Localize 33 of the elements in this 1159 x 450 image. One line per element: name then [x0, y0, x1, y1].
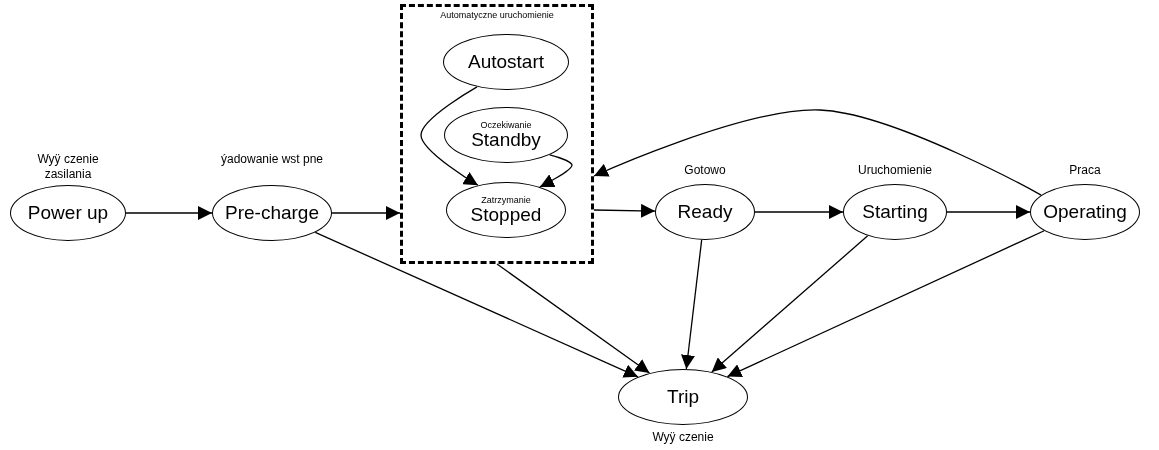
state-name: Trip	[667, 387, 699, 407]
arrow	[726, 230, 1045, 378]
state-caption: Uruchomienie	[856, 163, 933, 178]
state-caption: Wyÿ czenie	[651, 430, 715, 445]
arrow	[754, 205, 844, 219]
arrow	[331, 206, 401, 220]
state-name: Power up	[27, 203, 109, 223]
state-ellipse	[1030, 184, 1140, 240]
state-subtitle: Zatrzymanie	[481, 195, 531, 205]
state-name: Standby	[471, 130, 541, 150]
state-caption: ýadowanie wst pne	[219, 152, 325, 167]
state-name: Autostart	[467, 52, 544, 72]
group-title: Automatyczne uruchomienie	[440, 10, 554, 20]
state-caption: Praca	[1068, 163, 1102, 178]
arrow	[125, 206, 213, 220]
arrow	[946, 205, 1031, 219]
arrow	[314, 231, 639, 378]
arrow	[593, 203, 656, 218]
state-name: Starting	[862, 202, 928, 222]
arrow	[593, 109, 1042, 196]
state-name: Ready	[677, 202, 733, 222]
state-name: Pre-charge	[225, 203, 319, 223]
arrow	[420, 86, 479, 186]
arrow	[711, 235, 869, 373]
state-caption: Wyÿ czenie zasilania	[36, 152, 100, 182]
arrow	[496, 263, 651, 374]
state-name: Stopped	[470, 205, 542, 225]
state-name: Operating	[1043, 202, 1127, 222]
arrow	[681, 239, 703, 370]
state-subtitle: Oczekiwanie	[480, 120, 532, 130]
group-frame	[400, 4, 594, 264]
state-caption: Gotowo	[683, 163, 727, 178]
state-ellipse	[444, 107, 568, 163]
